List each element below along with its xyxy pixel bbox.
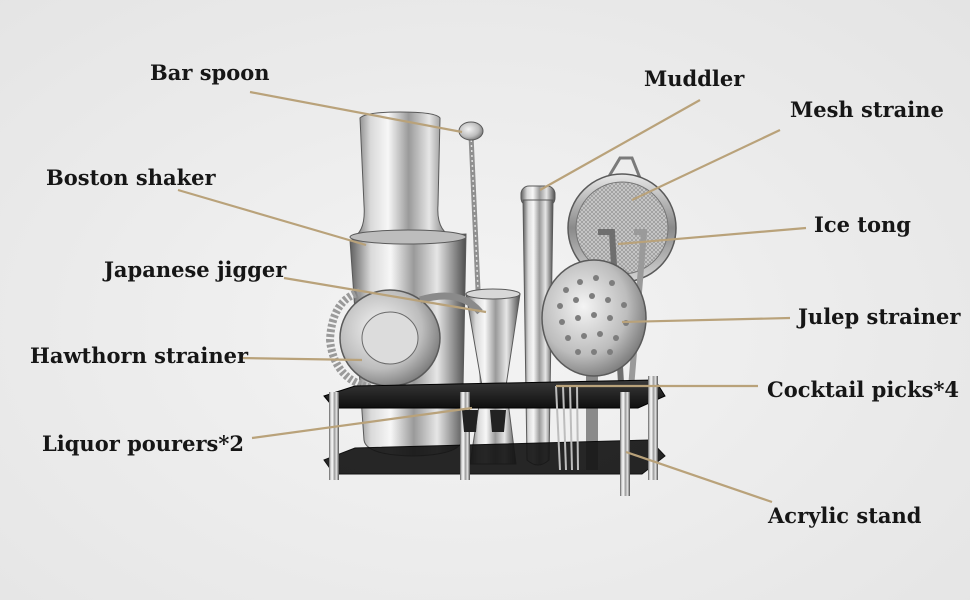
label-bar-spoon: Bar spoon bbox=[150, 60, 270, 85]
label-japanese-jigger: Japanese jigger bbox=[104, 257, 287, 282]
hawthorn-strainer bbox=[325, 288, 483, 392]
label-julep-strainer: Julep strainer bbox=[798, 304, 961, 329]
leader-liquor-pourers bbox=[251, 406, 473, 440]
leader-acrylic-stand bbox=[625, 450, 773, 504]
label-muddler: Muddler bbox=[644, 66, 745, 91]
leader-ice-tong bbox=[617, 226, 807, 246]
label-hawthorn-strainer: Hawthorn strainer bbox=[30, 343, 249, 368]
leader-mesh-strainer bbox=[631, 129, 781, 201]
leader-boston-shaker bbox=[177, 188, 367, 247]
japanese-jigger bbox=[465, 288, 521, 465]
label-ice-tong: Ice tong bbox=[814, 212, 911, 237]
leader-japanese-jigger bbox=[283, 276, 487, 314]
label-liquor-pourers: Liquor pourers*2 bbox=[42, 431, 244, 456]
leader-lines bbox=[177, 90, 807, 504]
leader-muddler bbox=[539, 99, 701, 191]
leader-julep-strainer bbox=[621, 316, 791, 324]
leader-bar-spoon bbox=[249, 90, 463, 134]
label-boston-shaker: Boston shaker bbox=[46, 165, 216, 190]
label-acrylic-stand: Acrylic stand bbox=[768, 503, 922, 528]
label-mesh-strainer: Mesh straine bbox=[790, 97, 944, 122]
leader-hawthorn-strainer bbox=[239, 356, 363, 362]
label-cocktail-picks: Cocktail picks*4 bbox=[767, 377, 960, 402]
